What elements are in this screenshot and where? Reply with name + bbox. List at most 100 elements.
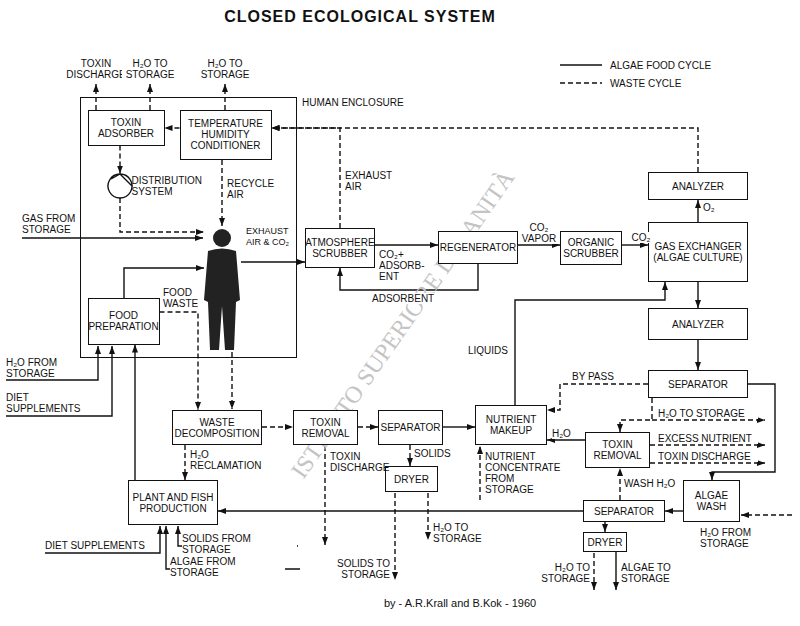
flow-connector <box>697 340 698 370</box>
process-box: DRYER <box>385 466 438 492</box>
flow-connector <box>165 127 180 128</box>
legend-text: WASTE CYCLE <box>610 78 681 89</box>
flow-label: SOLIDS FROM STORAGE <box>182 533 297 555</box>
distribution-circle <box>107 173 133 199</box>
node-text: SEPARATOR <box>668 379 728 390</box>
flow-connector <box>547 384 648 410</box>
flow-connector <box>272 128 699 172</box>
process-box: GAS EXCHANGER (ALGAE CULTURE) <box>648 222 748 282</box>
discharge-line <box>324 446 325 545</box>
node-text: ANALYZER <box>672 181 724 192</box>
flow-connector <box>358 426 378 427</box>
flow-label: EXCESS NUTRIENT <box>658 433 758 444</box>
node-text: TOXIN REMOVAL <box>589 439 646 461</box>
flow-connector <box>619 468 620 500</box>
node-text: WASTE DECOMPOSITION <box>175 417 260 439</box>
node-text: TOXIN ADSORBER <box>92 117 161 139</box>
flow-connector <box>443 426 475 427</box>
process-box: SEPARATOR <box>648 370 748 398</box>
legend-line-sample <box>560 61 602 69</box>
process-box: SEPARATOR <box>378 410 443 445</box>
process-box: SEPARATOR <box>583 500 665 522</box>
process-box: REGENERATOR <box>438 231 518 264</box>
waste-line <box>231 352 232 409</box>
node-text: NUTRIENT MAKEUP <box>479 414 543 436</box>
flow-label: H₂O FROM STORAGE <box>700 527 792 549</box>
node-text: SEPARATOR <box>594 506 654 517</box>
flow-label: H₂O TO STORAGE <box>530 562 590 584</box>
process-box: FOOD PREPARATION <box>88 298 160 345</box>
algae-line <box>615 552 616 590</box>
water-line <box>6 346 98 380</box>
water-line <box>741 514 792 515</box>
flow-label: TOXIN DISCHARGE <box>658 451 758 462</box>
storage-line <box>593 553 594 590</box>
flow-label: WASH H₂O <box>624 478 679 489</box>
process-box: ALGAE WASH <box>683 480 740 522</box>
node-text: ATMOSPHERE SCRUBBER <box>305 237 374 259</box>
node-text: DISTRIBUTION SYSTEM <box>132 175 214 197</box>
flow-label: ALGAE FROM STORAGE <box>170 556 285 578</box>
human-figure <box>204 229 240 350</box>
node-text: ALGAE WASH <box>687 490 736 512</box>
node-text: ANALYZER <box>672 319 724 330</box>
flow-label: CO₂ <box>626 232 656 243</box>
flow-connector <box>119 146 120 174</box>
waste-leader-lines <box>96 84 792 590</box>
process-box: ATMOSPHERE SCRUBBER <box>305 228 375 268</box>
node-text: FOOD PREPARATION <box>88 310 158 332</box>
flow-label: H₂O TO STORAGE <box>658 408 758 419</box>
flow-label: H₂O TO STORAGE <box>122 58 178 80</box>
distribution-outline <box>108 174 132 198</box>
flow-connector <box>665 510 683 511</box>
flow-connector <box>409 445 410 466</box>
process-box: NUTRIENT MAKEUP <box>475 405 547 445</box>
flow-connector <box>515 282 665 405</box>
gas-line <box>22 237 203 238</box>
human-body <box>204 249 240 351</box>
node-text: TOXIN REMOVAL <box>297 417 354 439</box>
process-box: ORGANIC SCRUBBER <box>560 231 622 265</box>
node-text: GAS EXCHANGER (ALGAE CULTURE) <box>652 241 744 263</box>
process-box: TOXIN REMOVAL <box>585 432 650 468</box>
flow-label: ADSORBENT <box>372 293 442 304</box>
flow-label: FOOD WASTE <box>163 287 197 309</box>
flow-connector <box>697 282 698 308</box>
legend-line <box>560 82 602 83</box>
flow-label: H₂O <box>552 428 580 439</box>
flow-label: CO₂+ ADSORB- ENT <box>379 249 423 282</box>
diet-line <box>6 346 112 416</box>
flow-label: H₂O FROM STORAGE <box>6 357 76 379</box>
distribution-symbol: DISTRIBUTION SYSTEM <box>104 174 214 200</box>
process-box: PLANT AND FISH PRODUCTION <box>128 480 218 525</box>
flow-connector <box>620 398 652 432</box>
flow-connector <box>604 522 605 532</box>
flow-label: EXHAUST AIR & CO₂ <box>246 226 294 248</box>
flow-label: GAS FROM STORAGE <box>22 213 78 235</box>
node-text: DRYER <box>588 537 623 548</box>
flow-label: DIET SUPPLEMENTS <box>6 392 81 414</box>
flow-label: CO₂ VAPOR <box>519 222 559 244</box>
flow-label: RECYCLE AIR <box>227 178 272 200</box>
diagram-title: CLOSED ECOLOGICAL SYSTEM <box>160 8 560 26</box>
flow-label: H₂O RECLAMATION <box>190 449 265 471</box>
process-box: TOXIN ADSORBER <box>88 110 165 146</box>
flow-label: O₂ <box>703 202 723 213</box>
flow-connector <box>262 426 293 427</box>
exhaust-line <box>241 261 305 262</box>
nutrient-line <box>479 446 480 500</box>
flow-connector <box>160 312 199 410</box>
edge-layer <box>120 128 775 532</box>
flow-label: ALGAE TO STORAGE <box>621 562 681 584</box>
flow-connector <box>547 439 585 440</box>
legend-line <box>560 64 602 65</box>
storage-line <box>652 419 765 420</box>
discharge-line <box>650 462 765 463</box>
flow-label: SOLIDS <box>414 448 454 459</box>
flow-label: DIET SUPPLEMENTS <box>45 540 155 551</box>
credit-line: by - A.R.Krall and B.Kok - 1960 <box>300 598 620 609</box>
human-head <box>213 229 231 247</box>
process-box: ANALYZER <box>648 172 748 200</box>
node-text: REGENERATOR <box>440 242 516 253</box>
